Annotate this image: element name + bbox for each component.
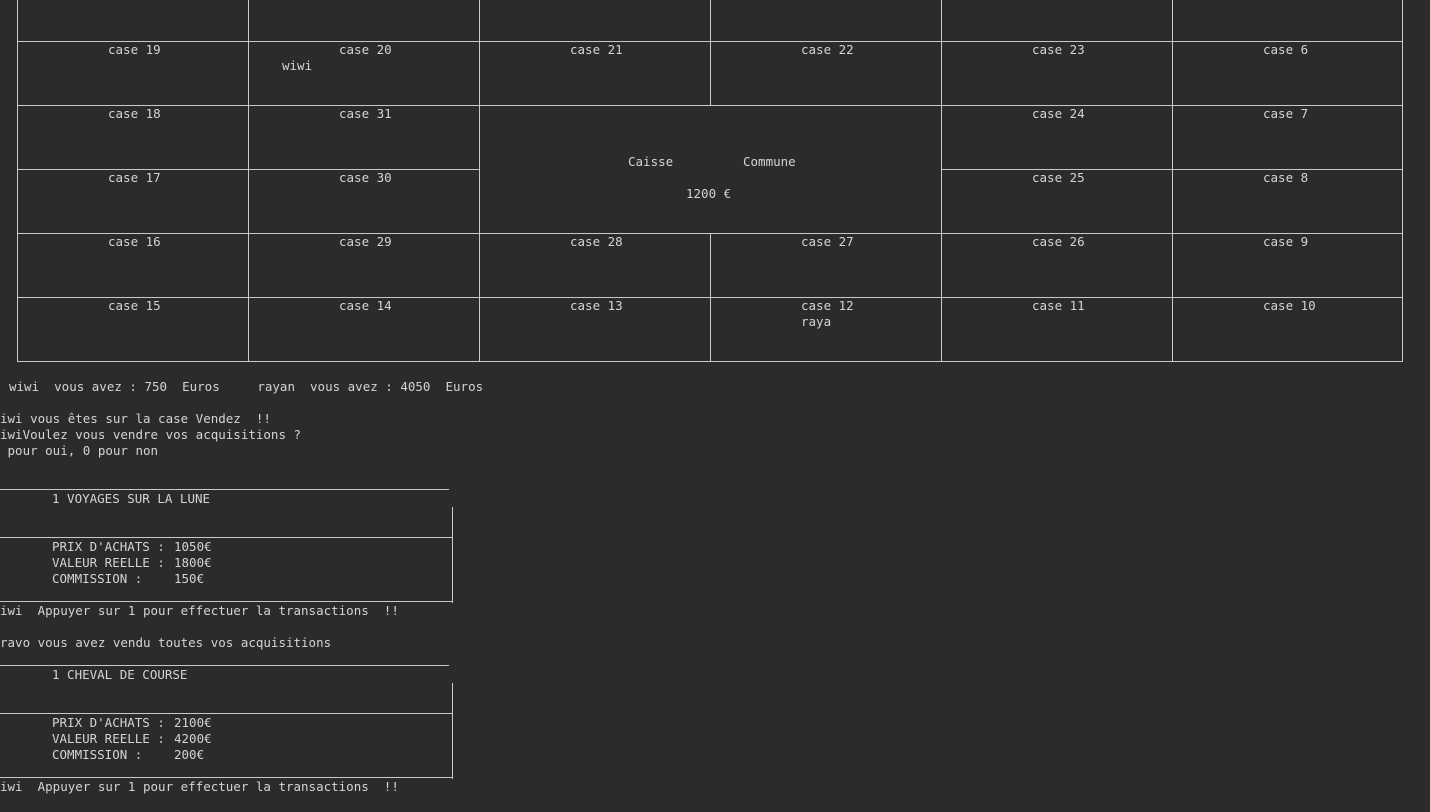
cell-label: case 25	[1032, 170, 1085, 185]
caisse-commune-box: Caisse Commune 1200 €	[479, 106, 942, 234]
board-cell: case 12 raya	[710, 298, 941, 362]
board-cell: case 21	[479, 42, 710, 106]
board-cell-top-partial	[17, 0, 248, 42]
cell-label: case 19	[108, 42, 161, 57]
card-valeur-value: 4200€	[174, 731, 212, 746]
cell-label: case 31	[339, 106, 392, 121]
board-cell: case 24	[941, 106, 1172, 170]
board-cell: case 27	[710, 234, 941, 298]
cell-label: case 17	[108, 170, 161, 185]
cell-label: case 9	[1263, 234, 1309, 249]
card-valeur-value: 1800€	[174, 555, 212, 570]
board-cell: case 28	[479, 234, 710, 298]
cell-label: case 16	[108, 234, 161, 249]
cell-label: case 27	[801, 234, 854, 249]
card-bottom-border	[0, 777, 452, 778]
card-prix-label: PRIX D'ACHATS :	[52, 539, 165, 554]
log-line: pour oui, 0 pour non	[0, 443, 159, 458]
cell-label: case 13	[570, 298, 623, 313]
card-prix-value: 1050€	[174, 539, 212, 554]
cell-label: case 8	[1263, 170, 1309, 185]
board-cell: case 23	[941, 42, 1172, 106]
card-prix-value: 2100€	[174, 715, 212, 730]
cell-label: case 28	[570, 234, 623, 249]
cell-label: case 7	[1263, 106, 1309, 121]
board-cell: case 9	[1172, 234, 1403, 298]
log-line: iwiVoulez vous vendre vos acquisitions ?	[0, 427, 302, 442]
board-cell: case 6	[1172, 42, 1403, 106]
game-board: case 19 case 20 wiwi case 21 case 22 cas…	[17, 0, 1403, 362]
card-valeur-label: VALEUR REELLE :	[52, 555, 165, 570]
board-cell-top-partial	[710, 0, 941, 42]
card-bottom-border	[0, 601, 452, 602]
cell-label: case 26	[1032, 234, 1085, 249]
sold-message: ravo vous avez vendu toutes vos acquisit…	[0, 635, 332, 650]
board-cell: case 11	[941, 298, 1172, 362]
board-cell: case 7	[1172, 106, 1403, 170]
card-commission-label: COMMISSION :	[52, 747, 143, 762]
board-cell-top-partial	[479, 0, 710, 42]
board-cell: case 17	[17, 170, 248, 234]
board-cell: case 8	[1172, 170, 1403, 234]
board-cell: case 22	[710, 42, 941, 106]
transaction-prompt: iwi Appuyer sur 1 pour effectuer la tran…	[0, 779, 399, 794]
cell-label: case 18	[108, 106, 161, 121]
board-cell: case 13	[479, 298, 710, 362]
balances-line: wiwi vous avez : 750 Euros rayan vous av…	[9, 379, 484, 394]
board-cell-top-partial	[248, 0, 479, 42]
board-cell-top-partial	[1172, 0, 1403, 42]
board-cell: case 20 wiwi	[248, 42, 479, 106]
board-cell: case 16	[17, 234, 248, 298]
cell-label: case 23	[1032, 42, 1085, 57]
cell-label: case 29	[339, 234, 392, 249]
cell-label: case 11	[1032, 298, 1085, 313]
board-cell: case 25	[941, 170, 1172, 234]
cell-label: case 20	[339, 42, 392, 57]
card-valeur-label: VALEUR REELLE :	[52, 731, 165, 746]
cell-label: case 14	[339, 298, 392, 313]
board-cell: case 30	[248, 170, 479, 234]
cell-label: case 21	[570, 42, 623, 57]
cell-label: case 22	[801, 42, 854, 57]
card-top-border	[0, 665, 449, 666]
card-right-border	[452, 683, 453, 779]
board-cell: case 14	[248, 298, 479, 362]
board-cell: case 19	[17, 42, 248, 106]
board-cell: case 29	[248, 234, 479, 298]
caisse-amount: 1200 €	[686, 186, 732, 201]
card-commission-value: 150€	[174, 571, 205, 586]
cell-label: case 12	[801, 298, 854, 313]
board-cell: case 26	[941, 234, 1172, 298]
card-title: 1 VOYAGES SUR LA LUNE	[52, 491, 211, 506]
caisse-label: Caisse	[628, 154, 674, 169]
log-line: iwi vous êtes sur la case Vendez !!	[0, 411, 271, 426]
cell-label: case 15	[108, 298, 161, 313]
board-cell: case 10	[1172, 298, 1403, 362]
card-title: 1 CHEVAL DE COURSE	[52, 667, 188, 682]
card-divider	[0, 537, 452, 538]
card-commission-value: 200€	[174, 747, 205, 762]
card-commission-label: COMMISSION :	[52, 571, 143, 586]
cell-label: case 24	[1032, 106, 1085, 121]
cell-label: case 6	[1263, 42, 1309, 57]
card-divider	[0, 713, 452, 714]
board-cell: case 18	[17, 106, 248, 170]
player-token-wiwi: wiwi	[282, 58, 313, 73]
commune-label: Commune	[743, 154, 796, 169]
transaction-prompt: iwi Appuyer sur 1 pour effectuer la tran…	[0, 603, 399, 618]
card-right-border	[452, 507, 453, 603]
board-cell-top-partial	[941, 0, 1172, 42]
board-cell: case 15	[17, 298, 248, 362]
board-cell: case 31	[248, 106, 479, 170]
player-token-raya: raya	[801, 314, 832, 329]
card-top-border	[0, 489, 449, 490]
cell-label: case 30	[339, 170, 392, 185]
card-prix-label: PRIX D'ACHATS :	[52, 715, 165, 730]
cell-label: case 10	[1263, 298, 1316, 313]
